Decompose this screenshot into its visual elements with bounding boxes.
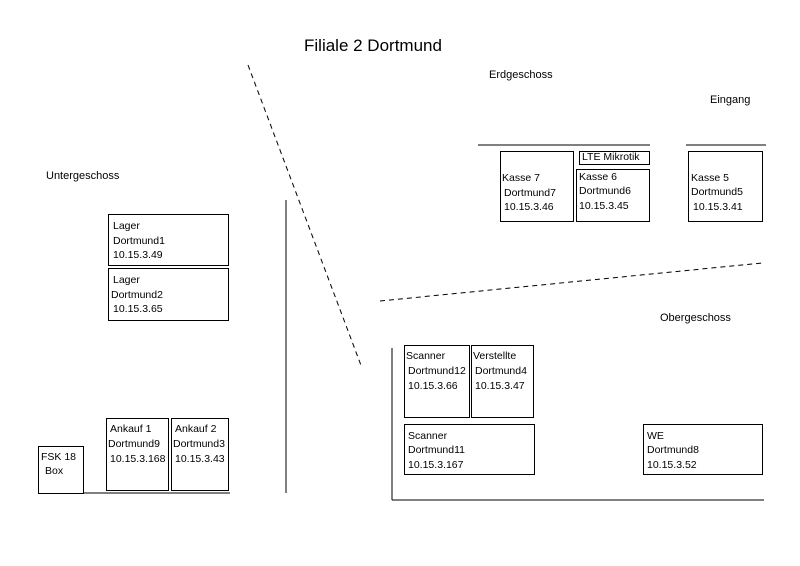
- device-name: Ankauf 1: [110, 423, 152, 435]
- device-name: Kasse 5: [691, 172, 729, 184]
- device-box-kasse7: Kasse 7 Dortmund7 10.15.3.46: [500, 151, 574, 222]
- device-host: Dortmund1: [113, 235, 165, 247]
- device-sub: Box: [45, 465, 64, 477]
- device-ip: 10.15.3.168: [110, 453, 166, 465]
- device-box-fsk18: FSK 18 Box: [38, 446, 84, 494]
- device-host: Dortmund3: [173, 438, 225, 450]
- device-ip: 10.15.3.167: [408, 459, 464, 471]
- device-ip: 10.15.3.52: [647, 459, 697, 471]
- device-box-scanner12: Scanner Dortmund12 10.15.3.66: [404, 345, 470, 418]
- device-ip: 10.15.3.43: [175, 453, 225, 465]
- device-name: WE: [647, 430, 664, 442]
- device-box-verstellte: Verstellte Dortmund4 10.15.3.47: [471, 345, 534, 418]
- device-name: FSK 18: [41, 451, 77, 463]
- dashed-divider-horizontal: [379, 262, 763, 302]
- floor-label-untergeschoss: Untergeschoss: [46, 170, 120, 182]
- device-name: Scanner: [406, 350, 446, 362]
- device-name: Scanner: [408, 430, 448, 442]
- device-name: Lager: [113, 274, 140, 286]
- device-host: Dortmund5: [691, 186, 743, 198]
- device-ip: 10.15.3.49: [113, 249, 163, 261]
- device-box-we: WE Dortmund8 10.15.3.52: [643, 424, 763, 475]
- device-host: Dortmund4: [475, 365, 527, 377]
- device-name: Verstellte: [473, 350, 517, 362]
- device-box-ankauf1: Ankauf 1 Dortmund9 10.15.3.168: [106, 418, 169, 491]
- device-ip: 10.15.3.66: [408, 380, 458, 392]
- device-ip: 10.15.3.45: [579, 200, 629, 212]
- device-box-lte-mikrotik: LTE Mikrotik: [579, 151, 650, 165]
- device-host: Dortmund9: [108, 438, 160, 450]
- device-box-lager1: Lager Dortmund1 10.15.3.49: [108, 214, 229, 266]
- device-host: Dortmund11: [408, 444, 466, 456]
- floor-label-erdgeschoss: Erdgeschoss: [489, 69, 553, 81]
- floor-label-obergeschoss: Obergeschoss: [660, 312, 731, 324]
- device-box-ankauf2: Ankauf 2 Dortmund3 10.15.3.43: [171, 418, 229, 491]
- floor-label-eingang: Eingang: [710, 94, 751, 106]
- device-name: LTE Mikrotik: [582, 151, 640, 163]
- device-ip: 10.15.3.47: [475, 380, 525, 392]
- device-box-scanner11: Scanner Dortmund11 10.15.3.167: [404, 424, 535, 475]
- device-name: Kasse 7: [502, 172, 540, 184]
- device-host: Dortmund2: [111, 289, 163, 301]
- device-name: Ankauf 2: [175, 423, 217, 435]
- device-host: Dortmund8: [647, 444, 699, 456]
- device-host: Dortmund7: [504, 187, 556, 199]
- diagram-title: Filiale 2 Dortmund: [304, 36, 442, 55]
- device-name: Lager: [113, 220, 140, 232]
- device-ip: 10.15.3.65: [113, 303, 163, 315]
- device-ip: 10.15.3.46: [504, 201, 554, 213]
- device-box-kasse5: Kasse 5 Dortmund5 10.15.3.41: [688, 151, 763, 222]
- device-ip: 10.15.3.41: [693, 201, 743, 213]
- device-host: Dortmund12: [408, 365, 466, 377]
- device-host: Dortmund6: [579, 185, 631, 197]
- device-box-kasse6: Kasse 6 Dortmund6 10.15.3.45: [576, 169, 650, 222]
- device-name: Kasse 6: [579, 171, 617, 183]
- dashed-divider-diagonal: [247, 64, 363, 369]
- device-box-lager2: Lager Dortmund2 10.15.3.65: [108, 268, 229, 321]
